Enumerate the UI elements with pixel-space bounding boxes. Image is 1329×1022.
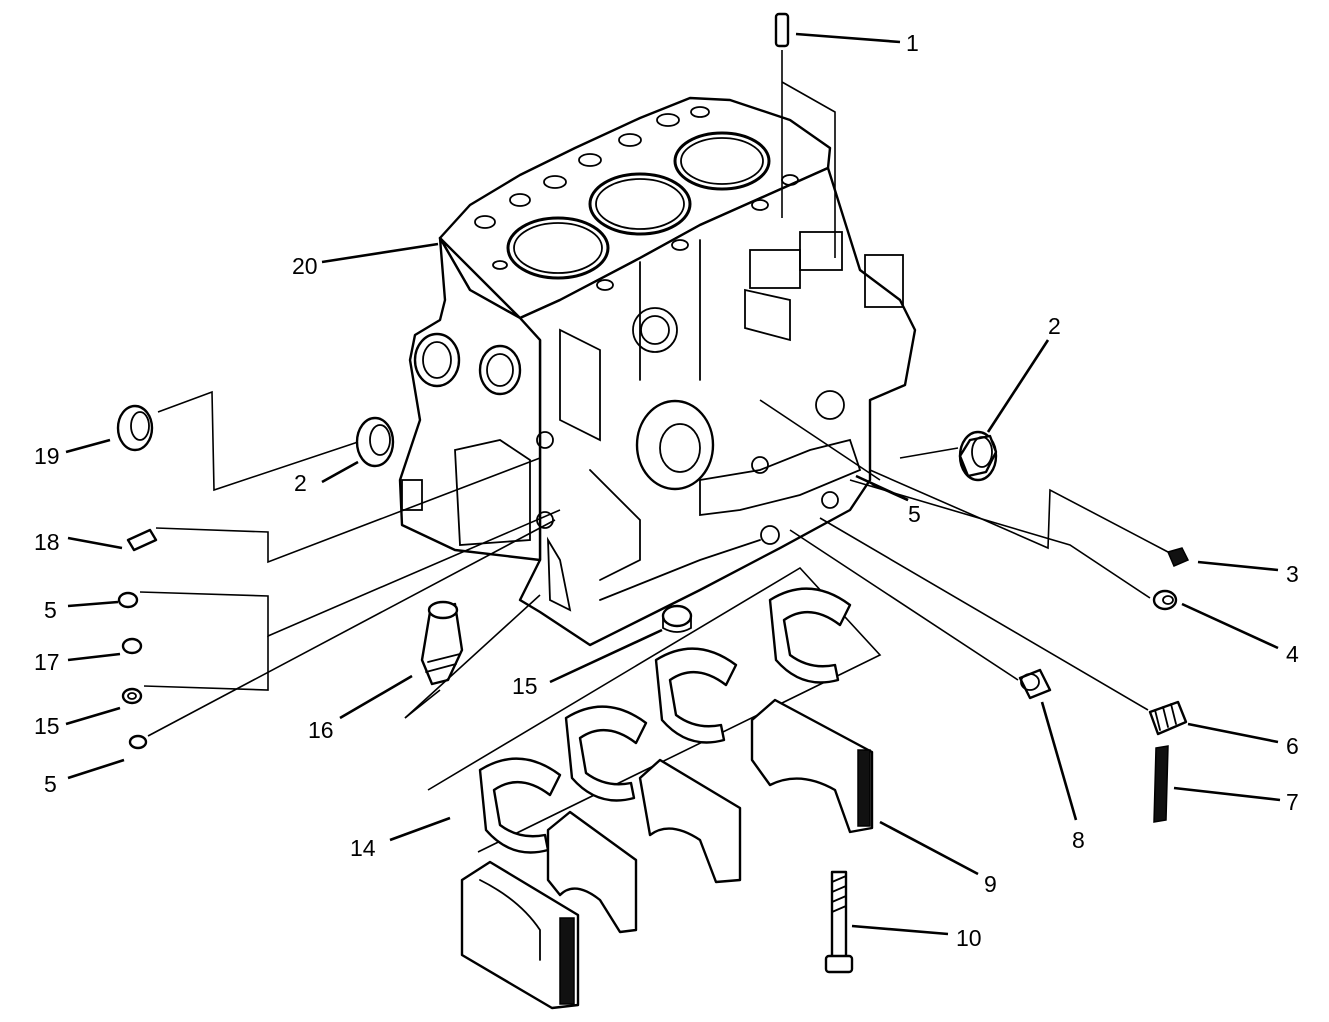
cam-bushing-right [958, 430, 998, 482]
plug-15a [121, 687, 143, 705]
bearing-shells [427, 566, 882, 854]
cylinder-block [398, 96, 917, 647]
callout-8: 8 [1072, 827, 1085, 853]
callout-16: 16 [308, 717, 334, 743]
explode-lines [139, 390, 1169, 737]
pin-18 [126, 528, 158, 552]
plug-4 [1152, 589, 1178, 611]
callout-10: 10 [956, 925, 982, 951]
callout-6: 6 [1286, 733, 1299, 759]
spring-6 [1148, 700, 1188, 736]
callout-18: 18 [34, 529, 60, 555]
callout-5-lower: 5 [44, 771, 57, 797]
rod-7 [1153, 745, 1169, 823]
callout-7: 7 [1286, 789, 1299, 815]
callout-17: 17 [34, 649, 60, 675]
plug-8 [1018, 668, 1052, 700]
callout-2-left: 2 [294, 470, 307, 496]
plug-3 [1166, 547, 1190, 567]
callout-3: 3 [1286, 561, 1299, 587]
cam-bushing-left [355, 416, 395, 468]
plug-5b [128, 734, 148, 750]
callout-20: 20 [292, 253, 318, 279]
callout-14: 14 [350, 835, 376, 861]
callout-4: 4 [1286, 641, 1299, 667]
callout-5-upper: 5 [44, 597, 57, 623]
callout-19: 19 [34, 443, 60, 469]
seal-19 [116, 404, 154, 452]
callout-leaders [65, 32, 1281, 936]
callout-5-block: 5 [908, 501, 921, 527]
dowel-pin [774, 12, 836, 258]
tappet-16 [420, 600, 464, 686]
bearing-caps [460, 698, 874, 1010]
callout-15-block: 15 [512, 673, 538, 699]
plug-5a [117, 591, 139, 609]
plug-15b [661, 604, 693, 633]
callout-2-right: 2 [1048, 313, 1061, 339]
bolt-10 [824, 870, 854, 974]
callout-1: 1 [906, 30, 919, 56]
callout-labels: 1 2 2 3 4 5 5 5 6 7 8 9 10 14 15 15 16 1… [34, 30, 1299, 951]
callout-9: 9 [984, 871, 997, 897]
callout-15-left: 15 [34, 713, 60, 739]
plug-17 [121, 637, 143, 655]
